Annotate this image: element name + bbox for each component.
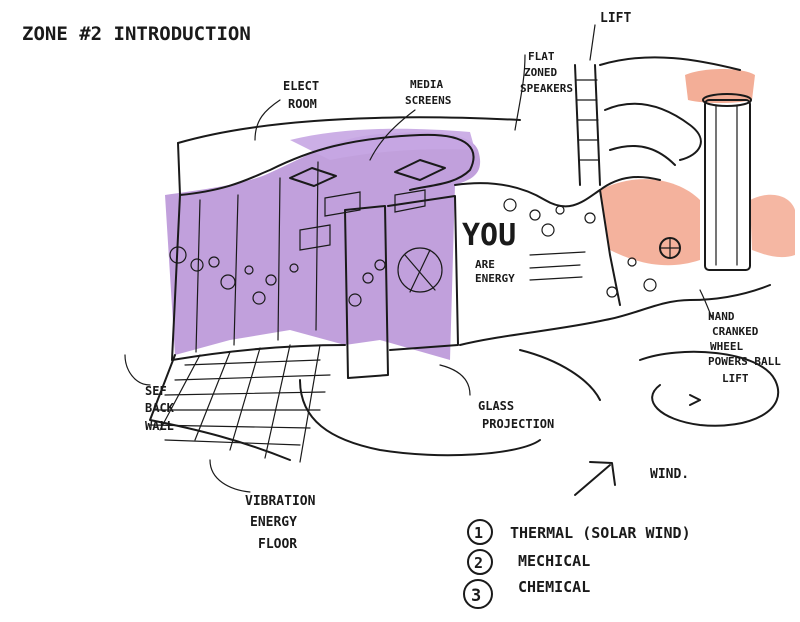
elect-line-2: ROOM: [288, 97, 317, 111]
sef-line-1: SEF: [145, 384, 167, 398]
vibration-line-1: VIBRATION: [245, 494, 316, 509]
glass-line-1: GLASS: [478, 399, 514, 413]
legend-num-3: 3: [471, 586, 481, 606]
glass-panel: [344, 195, 459, 379]
crank-line-1: HAND: [708, 310, 735, 323]
media-screens: [289, 159, 446, 251]
label-elect-room: ELECT ROOM: [283, 79, 319, 111]
wall-are-text: ARE: [475, 258, 495, 271]
lift-label: LIFT: [600, 11, 631, 26]
media-line-1: MEDIA: [410, 78, 443, 91]
crank-line-3: WHEEL: [710, 340, 743, 353]
energy-legend: 1 THERMAL (SOLAR WIND) 2 MECHICAL 3 CHEM…: [463, 519, 691, 609]
legend-text-3: CHEMICAL: [518, 578, 590, 596]
legend-num-1: 1: [474, 524, 483, 542]
legend-item-3: 3 CHEMICAL: [463, 578, 590, 609]
wall-energy-text: ENERGY: [475, 272, 515, 285]
label-flat-zoned-speakers: FLAT ZONED SPEAKERS: [520, 50, 573, 95]
label-vibration-floor: VIBRATION ENERGY FLOOR: [245, 494, 316, 552]
speakers-line-2: ZONED: [524, 66, 557, 79]
speakers-line-3: SPEAKERS: [520, 82, 573, 95]
label-hand-cranked: HAND CRANKED WHEEL POWERS BALL LIFT: [708, 310, 781, 385]
floor-grid: [149, 344, 601, 463]
sef-line-3: WALL: [145, 419, 174, 433]
wind-swirl: [574, 350, 780, 496]
you-wall: [454, 176, 771, 346]
label-lift: LIFT: [600, 11, 631, 26]
label-media-screens: MEDIA SCREENS: [405, 78, 451, 107]
sef-line-2: BACK: [145, 401, 175, 415]
glass-line-2: PROJECTION: [482, 417, 554, 431]
wall-outline: [171, 116, 521, 361]
legend-text-2: MECHICAL: [518, 552, 590, 570]
media-line-2: SCREENS: [405, 94, 451, 107]
legend-item-1: 1 THERMAL (SOLAR WIND): [467, 519, 691, 545]
elect-line-1: ELECT: [283, 79, 319, 93]
wall-you-text: YOU: [462, 218, 516, 253]
salmon-accents: [600, 68, 795, 266]
crank-line-2: CRANKED: [712, 325, 759, 338]
label-sef-back-wall: SEF BACK WALL: [145, 384, 175, 433]
legend-item-2: 2 MECHICAL: [467, 549, 590, 575]
crank-line-5: LIFT: [722, 372, 749, 385]
wind-label: WIND.: [650, 467, 689, 482]
sketch-title: ZONE #2 INTRODUCTION: [22, 23, 251, 45]
lift-structure: [574, 56, 752, 271]
legend-text-1: THERMAL (SOLAR WIND): [510, 524, 691, 542]
wall-bubbles: [169, 246, 386, 307]
crank-line-4: POWERS BALL: [708, 355, 781, 368]
vibration-line-2: ENERGY: [250, 515, 297, 530]
callout-lines: [124, 24, 713, 493]
legend-num-2: 2: [474, 554, 483, 572]
label-glass-projection: GLASS PROJECTION: [478, 399, 554, 431]
vibration-line-3: FLOOR: [258, 537, 297, 552]
speakers-line-1: FLAT: [528, 50, 555, 63]
